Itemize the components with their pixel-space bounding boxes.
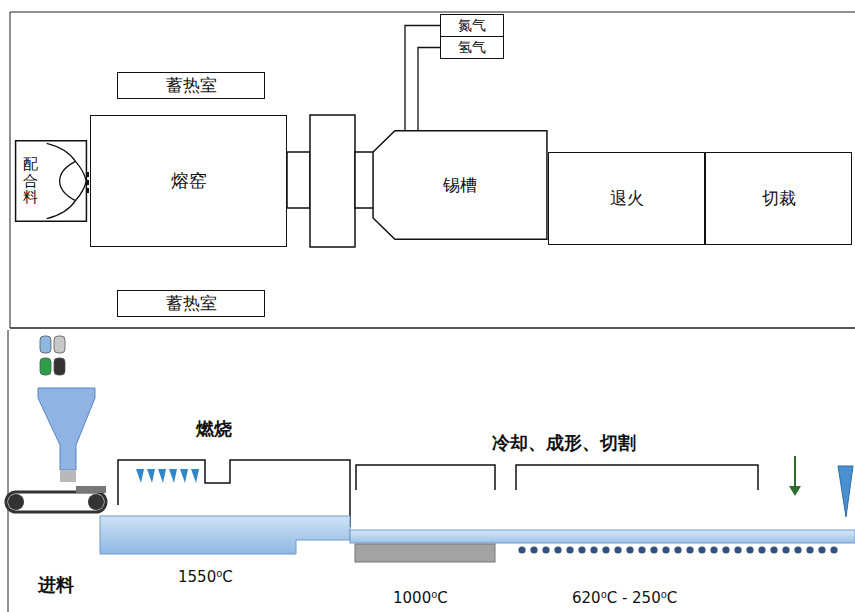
zone-label: 燃烧 xyxy=(196,418,232,440)
furnace-neck xyxy=(355,152,374,208)
gas-box: 氢气 xyxy=(440,36,504,59)
panel-frame xyxy=(8,330,9,612)
roller xyxy=(518,546,525,553)
feeder-outline-rect xyxy=(16,141,87,222)
conveyor-roller xyxy=(8,494,24,510)
roller xyxy=(542,546,549,553)
material-cylinder xyxy=(54,358,65,375)
roller xyxy=(614,546,621,553)
cut-arrow xyxy=(794,456,796,488)
roller xyxy=(566,546,573,553)
roller xyxy=(554,546,561,553)
furnace-box: 熔窑 xyxy=(90,115,287,247)
batch-feeder: 配合料 xyxy=(15,140,87,222)
flame xyxy=(158,469,166,483)
conveyor-belt xyxy=(6,492,106,512)
flame xyxy=(191,469,199,483)
roller xyxy=(650,546,657,553)
cutter xyxy=(838,466,853,517)
flame xyxy=(147,469,155,483)
roller xyxy=(830,546,837,553)
temperature-label: 1000⁰C xyxy=(393,589,448,607)
zone-bracket xyxy=(356,465,495,490)
tin-bath xyxy=(355,544,495,562)
box-label: 蓄热室 xyxy=(166,293,217,313)
roller xyxy=(770,546,777,553)
roller xyxy=(722,546,729,553)
burner-flames xyxy=(136,469,199,483)
zone-bracket xyxy=(516,465,758,490)
roller xyxy=(602,546,609,553)
glass-melt xyxy=(100,516,350,554)
roller xyxy=(530,546,537,553)
batch-pile xyxy=(76,486,106,493)
flame xyxy=(180,469,188,483)
feeder xyxy=(60,470,76,482)
cut-arrow-head xyxy=(789,486,801,496)
roller xyxy=(578,546,585,553)
cooling-section xyxy=(310,115,355,247)
cutting-box: 切裁 xyxy=(705,152,852,245)
tin-bath-box: 锡槽 xyxy=(372,130,548,240)
regenerator-box: 蓄热室 xyxy=(117,72,265,99)
box-label: 蓄热室 xyxy=(166,75,217,95)
box-label: 切裁 xyxy=(762,188,796,208)
roller xyxy=(686,546,693,553)
box-label: 配合料 xyxy=(23,156,38,206)
bath-outline-path xyxy=(373,131,547,239)
zone-label: 进料 xyxy=(38,574,74,596)
feeder-wave xyxy=(47,143,87,218)
gas-pipe xyxy=(405,26,440,131)
roller xyxy=(590,546,597,553)
material-cylinder xyxy=(54,336,65,353)
hopper xyxy=(38,388,95,470)
box-label: 熔窑 xyxy=(171,170,207,192)
box-label: 氮气 xyxy=(458,17,486,34)
roller xyxy=(626,546,633,553)
box-label: 锡槽 xyxy=(443,175,477,195)
roller xyxy=(794,546,801,553)
material-cylinder xyxy=(40,358,51,375)
box-label: 退火 xyxy=(610,188,644,208)
gas-pipe xyxy=(418,48,440,131)
box-label: 氢气 xyxy=(458,39,486,56)
temperature-label: 620⁰C - 250⁰C xyxy=(572,589,677,607)
roller xyxy=(818,546,825,553)
roller xyxy=(782,546,789,553)
panel-frame xyxy=(10,12,11,328)
furnace-neck xyxy=(287,152,310,208)
material-cylinder xyxy=(40,336,51,353)
flame xyxy=(169,469,177,483)
gas-box: 氮气 xyxy=(440,14,504,37)
roller-row xyxy=(518,546,837,553)
roller xyxy=(806,546,813,553)
roller xyxy=(638,546,645,553)
roller xyxy=(734,546,741,553)
panel-frame xyxy=(10,327,855,329)
panel-frame xyxy=(10,12,855,13)
regenerator-box: 蓄热室 xyxy=(117,290,265,317)
flame xyxy=(136,469,144,483)
roller xyxy=(758,546,765,553)
roller xyxy=(674,546,681,553)
roller xyxy=(698,546,705,553)
glass-ribbon xyxy=(350,530,855,543)
roller xyxy=(746,546,753,553)
conveyor-roller xyxy=(88,494,104,510)
temperature-label: 1550⁰C xyxy=(178,568,233,586)
roller xyxy=(662,546,669,553)
roller xyxy=(710,546,717,553)
zone-label: 冷却、成形、切割 xyxy=(492,432,636,454)
annealing-box: 退火 xyxy=(548,152,705,245)
